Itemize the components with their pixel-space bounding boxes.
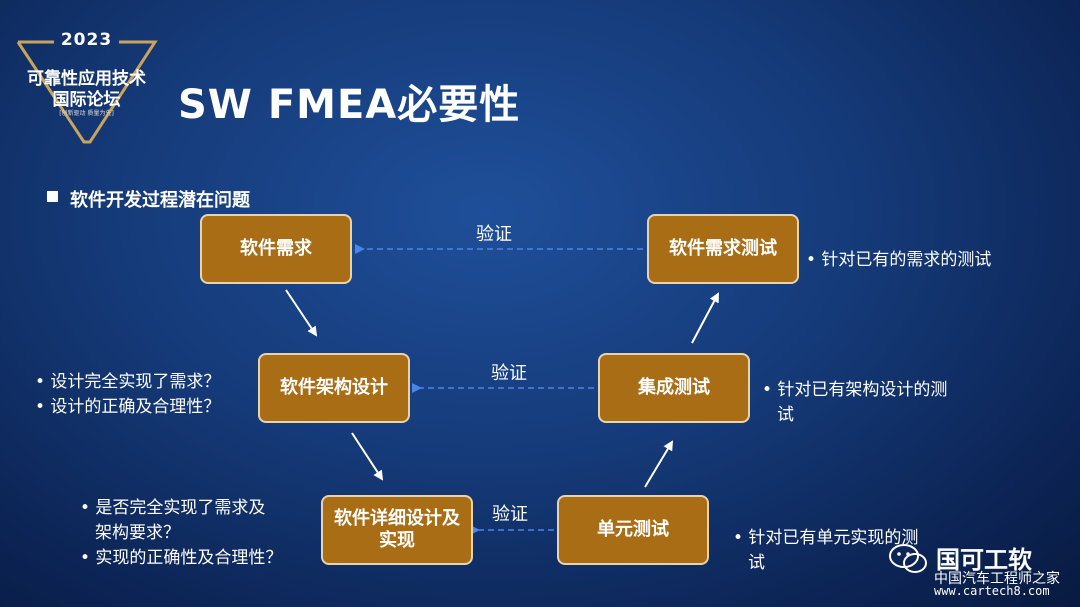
arrow-req-to-arch [285, 289, 318, 337]
forum-logo: 2023 可靠性应用技术 国际论坛 [创新驱动 质量为先] [14, 28, 159, 150]
logo-year: 2023 [60, 30, 113, 50]
box-software-requirements-test: 软件需求测试 [647, 214, 799, 284]
note-line: • 针对已有的需求的测试 [806, 250, 992, 270]
box-integration-test: 集成测试 [598, 353, 750, 423]
note-line: • 针对已有架构设计的测 [762, 380, 948, 400]
arrow-unit-to-integ [644, 440, 674, 488]
note-line: • 是否完全实现了需求及 [80, 498, 266, 518]
bullet-square-icon [47, 191, 58, 202]
slide-subtitle: 软件开发过程潜在问题 [70, 190, 250, 211]
logo-line1: 可靠性应用技术 [27, 69, 146, 89]
box-unit-test: 单元测试 [557, 495, 709, 565]
arrow-integ-to-reqtest [691, 292, 719, 344]
note-line: • 实现的正确性及合理性？ [80, 548, 283, 568]
watermark-url: www.cartech8.com [934, 584, 1050, 598]
note-unit-test: • 针对已有单元实现的测 试 [733, 526, 918, 576]
note-line: 架构要求？ [95, 523, 180, 543]
note-integration-test: • 针对已有架构设计的测 试 [762, 378, 947, 428]
verify-label-middle: 验证 [491, 363, 527, 384]
note-detailed-design: • 是否完全实现了需求及 架构要求？ • 实现的正确性及合理性？ [80, 496, 282, 571]
note-line: • 针对已有单元实现的测 [733, 528, 919, 548]
note-line: • 设计完全实现了需求？ [35, 372, 221, 392]
box-software-requirements: 软件需求 [200, 214, 352, 284]
box-detailed-design-implementation: 软件详细设计及实现 [321, 495, 473, 565]
wechat-icon [889, 544, 927, 573]
note-line: 试 [777, 405, 794, 425]
watermark: 国可工软 中国汽车工程师之家 www.cartech8.com [888, 538, 1068, 598]
logo-triangle-icon [16, 40, 158, 144]
slide-title: SW FMEA必要性 [178, 82, 521, 128]
note-line: 试 [748, 553, 765, 573]
logo-line3: [创新驱动 质量为先] [59, 110, 114, 117]
box-software-architecture-design: 软件架构设计 [258, 353, 410, 423]
note-architecture-design: • 设计完全实现了需求？ • 设计的正确及合理性？ [35, 370, 220, 420]
verify-label-top: 验证 [476, 224, 512, 245]
logo-line2: 国际论坛 [52, 90, 121, 110]
note-line: • 设计的正确及合理性？ [35, 397, 221, 417]
verify-label-bottom: 验证 [492, 504, 528, 525]
watermark-brand: 国可工软 [936, 546, 1032, 574]
watermark-site-name: 中国汽车工程师之家 [934, 571, 1060, 587]
arrow-arch-to-detail [351, 432, 384, 481]
note-requirements-test: • 针对已有的需求的测试 [806, 248, 991, 273]
